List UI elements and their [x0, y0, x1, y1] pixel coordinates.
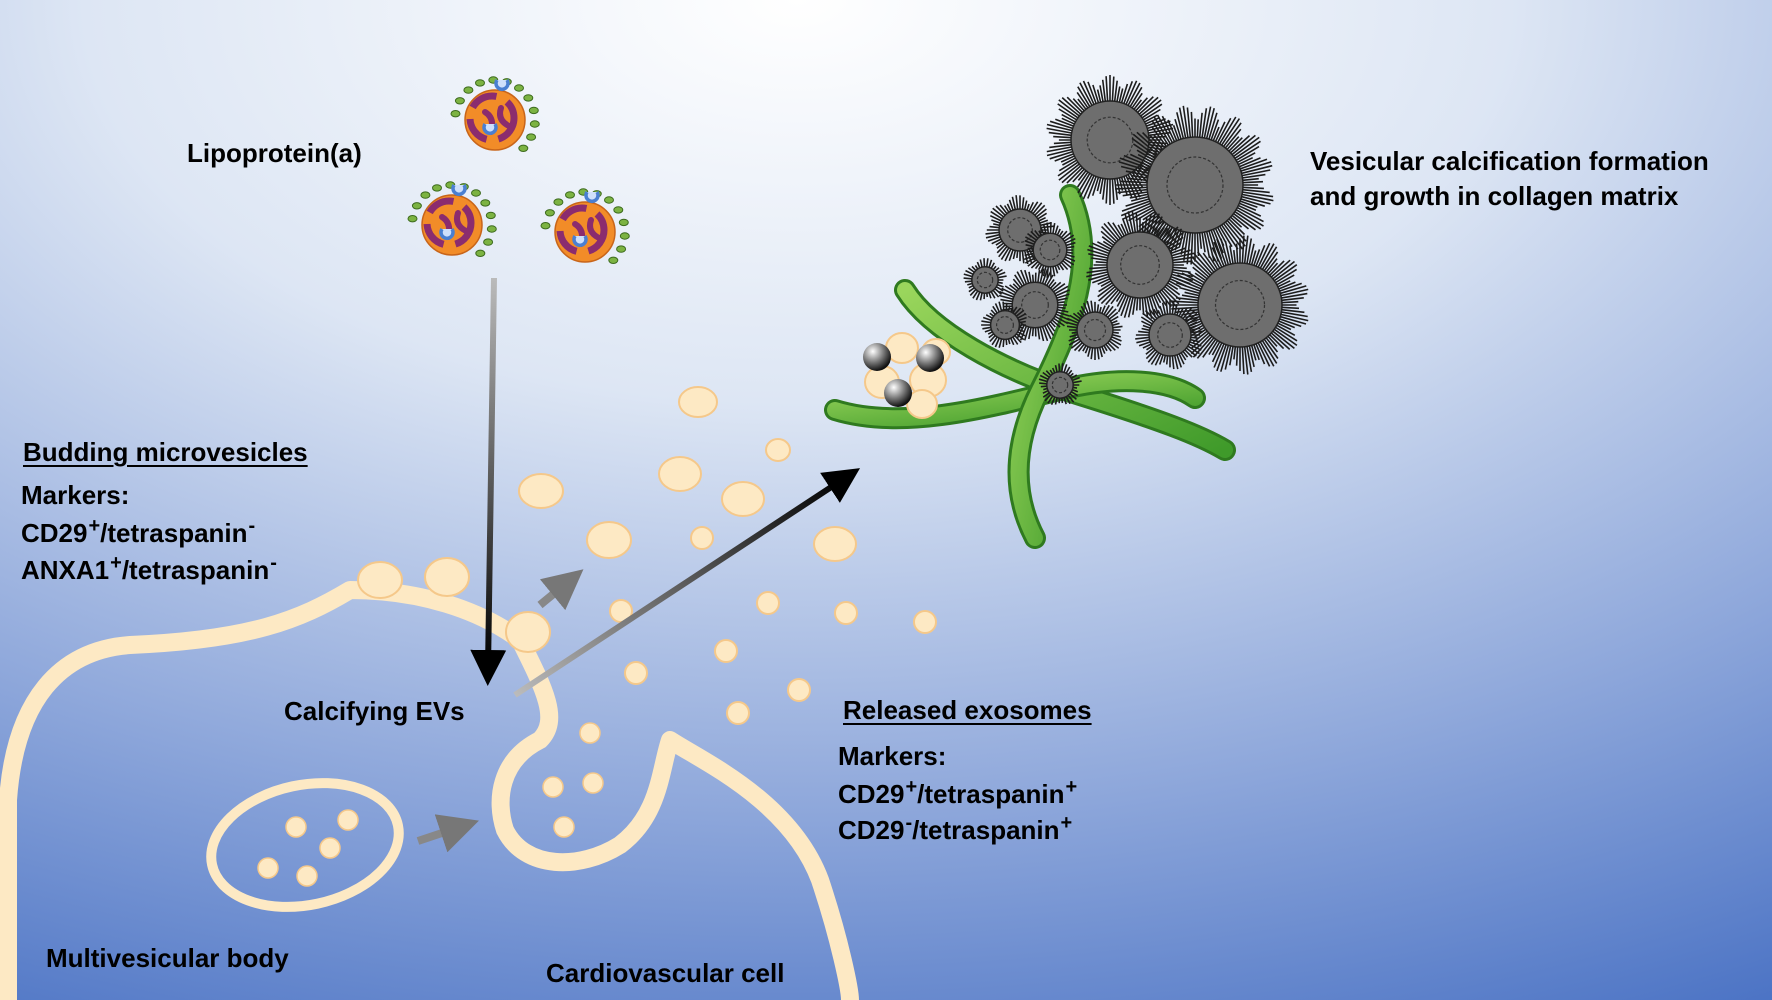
lipoprotein-arrow — [470, 277, 507, 686]
calcification-nodule — [1115, 105, 1274, 265]
receptor-icon — [439, 228, 455, 240]
label-budding-title: Budding microvesicles — [23, 437, 308, 467]
budding-arrow — [537, 569, 584, 611]
label-cardiovascular-cell: Cardiovascular cell — [546, 958, 785, 988]
release-arrow — [513, 468, 861, 698]
label-released-markers: Markers: — [838, 741, 947, 771]
label-multivesicular-body: Multivesicular body — [46, 943, 289, 973]
label-calcifying-evs: Calcifying EVs — [284, 696, 465, 726]
collagen-fibers — [824, 184, 1236, 549]
calcification-nodule — [998, 268, 1071, 342]
receptor-icon — [494, 79, 510, 91]
lipoprotein-particle — [407, 181, 497, 258]
intracellular-vesicles — [542, 722, 604, 838]
receptor-icon — [584, 191, 600, 203]
lipoprotein-particle — [540, 188, 630, 264]
label-vesicular-line2: and growth in collagen matrix — [1310, 181, 1679, 211]
receptor-icon — [451, 184, 467, 196]
receptor-icon — [482, 123, 498, 135]
label-lipoprotein: Lipoprotein(a) — [187, 138, 362, 168]
lipoprotein-particles — [407, 76, 630, 264]
calcification-nodule — [963, 258, 1007, 301]
calcification-nodule — [1038, 363, 1082, 406]
multivesicular-body — [206, 778, 404, 912]
label-released-marker-2: CD29-/tetraspanin+ — [838, 812, 1073, 845]
mvb-arrow — [416, 814, 479, 853]
released-vesicles — [518, 386, 937, 725]
lipoprotein-particle — [450, 76, 540, 153]
label-vesicular-line1: Vesicular calcification formation — [1310, 146, 1709, 176]
label-budding-marker-2: ANXA1+/tetraspanin- — [21, 552, 277, 585]
label-released-title: Released exosomes — [843, 695, 1092, 725]
calcification-nodule — [1023, 221, 1076, 278]
calcification-nodule — [981, 301, 1027, 348]
calcification-nodule — [1086, 210, 1195, 319]
label-budding-marker-1: CD29+/tetraspanin- — [21, 515, 256, 548]
label-released-marker-1: CD29+/tetraspanin+ — [838, 776, 1078, 809]
ev-aggregate — [863, 332, 951, 419]
label-budding-markers: Markers: — [21, 480, 130, 510]
calcification-nodule — [1066, 300, 1123, 360]
calcification-nodule — [1135, 300, 1204, 370]
budding-bumps — [357, 557, 551, 653]
cell-membrane — [0, 581, 859, 1000]
calcification-nodules — [963, 75, 1309, 406]
receptor-icon — [572, 235, 588, 247]
